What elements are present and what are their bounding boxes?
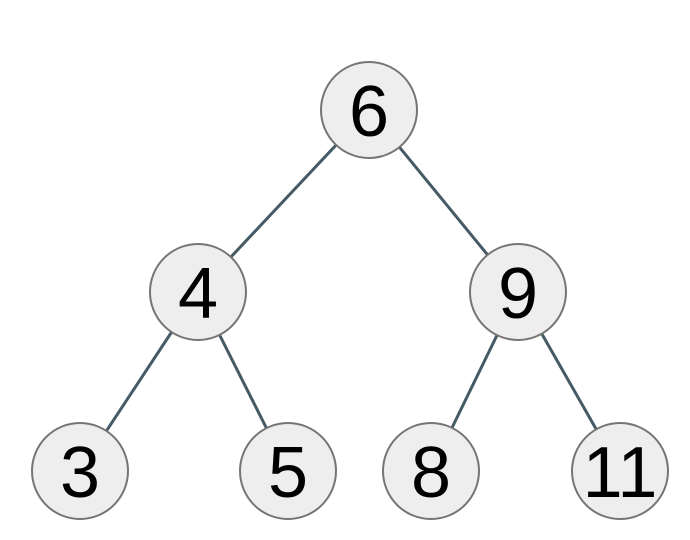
tree-node-4: 4 [149, 243, 247, 341]
tree-node-label-8: 8 [411, 433, 451, 513]
tree-node-11: 11 [571, 422, 669, 520]
tree-node-circle-11 [571, 422, 669, 520]
tree-node-circle-5 [239, 422, 337, 520]
tree-node-circle-4 [149, 243, 247, 341]
tree-node-label-6: 6 [349, 72, 389, 152]
tree-node-8: 8 [382, 422, 480, 520]
tree-node-label-9: 9 [498, 254, 538, 334]
tree-node-circle-8 [382, 422, 480, 520]
tree-node-5: 5 [239, 422, 337, 520]
tree-node-label-5: 5 [268, 433, 308, 513]
tree-node-circle-9 [469, 243, 567, 341]
tree-node-label-11: 11 [583, 433, 658, 513]
tree-node-circle-3 [31, 422, 129, 520]
tree-node-label-3: 3 [60, 433, 100, 513]
tree-node-3: 3 [31, 422, 129, 520]
tree-node-circle-6 [320, 61, 418, 159]
tree-node-9: 9 [469, 243, 567, 341]
tree-node-6: 6 [320, 61, 418, 159]
tree-node-label-4: 4 [178, 254, 218, 334]
